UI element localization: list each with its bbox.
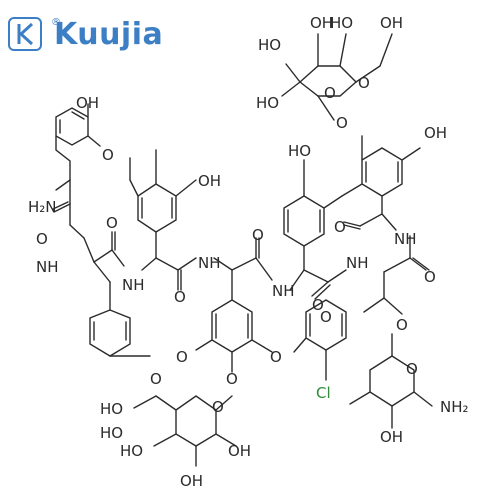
- atom-label: OH: [76, 94, 99, 112]
- atom-label: O: [320, 308, 332, 326]
- bond-lines: [52, 33, 433, 467]
- atom-label: O: [212, 398, 224, 416]
- atom-label: OH: [198, 172, 221, 190]
- atom-label: O: [406, 360, 418, 378]
- atom-label: O: [396, 316, 408, 334]
- atom-label: NH: [36, 258, 59, 276]
- atom-labels: OH O OH H₂N O NH O NH O NH O NH O HO OH …: [28, 14, 469, 490]
- atom-label: OH: [310, 14, 333, 32]
- atom-label: O: [324, 84, 336, 102]
- registered-mark: ®: [51, 17, 61, 28]
- atom-label: O: [176, 348, 188, 366]
- atom-label: Cl: [316, 384, 331, 402]
- atom-label: O: [174, 288, 186, 306]
- atom-label: OH: [380, 428, 403, 446]
- atom-label: HO: [256, 94, 279, 112]
- kuujia-logo-icon: ®: [8, 17, 61, 51]
- atom-label: O: [424, 268, 436, 286]
- atom-label: OH: [424, 124, 447, 142]
- atom-label: O: [36, 230, 48, 248]
- atom-label: HO: [288, 142, 311, 160]
- atom-label: HO: [100, 400, 123, 418]
- brand-name: Kuujia: [54, 16, 164, 52]
- atom-label: OH: [228, 442, 251, 460]
- atom-label: HO: [258, 36, 281, 54]
- atom-label: HO: [100, 424, 123, 442]
- atom-label: HO: [120, 442, 143, 460]
- atom-label: NH: [346, 254, 369, 272]
- atom-label: O: [270, 348, 282, 366]
- atom-label: OH: [180, 472, 203, 490]
- atom-label: HO: [330, 14, 353, 32]
- atom-label: O: [102, 146, 114, 164]
- atom-label: NH: [394, 230, 417, 248]
- atom-label: O: [312, 296, 324, 314]
- atom-label: H₂N: [28, 198, 57, 216]
- atom-label: O: [334, 218, 346, 236]
- atom-label: O: [150, 370, 162, 388]
- atom-label: O: [358, 74, 370, 92]
- atom-label: O: [226, 370, 238, 388]
- atom-label: NH₂: [440, 398, 469, 416]
- atom-label: O: [106, 214, 118, 232]
- atom-label: NH: [122, 276, 145, 294]
- atom-label: OH: [380, 14, 403, 32]
- brand-logo: ® Kuujia: [8, 12, 163, 56]
- atom-label: O: [252, 226, 264, 244]
- atom-label: NH: [198, 254, 221, 272]
- atom-label: O: [336, 114, 348, 132]
- atom-label: NH: [272, 282, 295, 300]
